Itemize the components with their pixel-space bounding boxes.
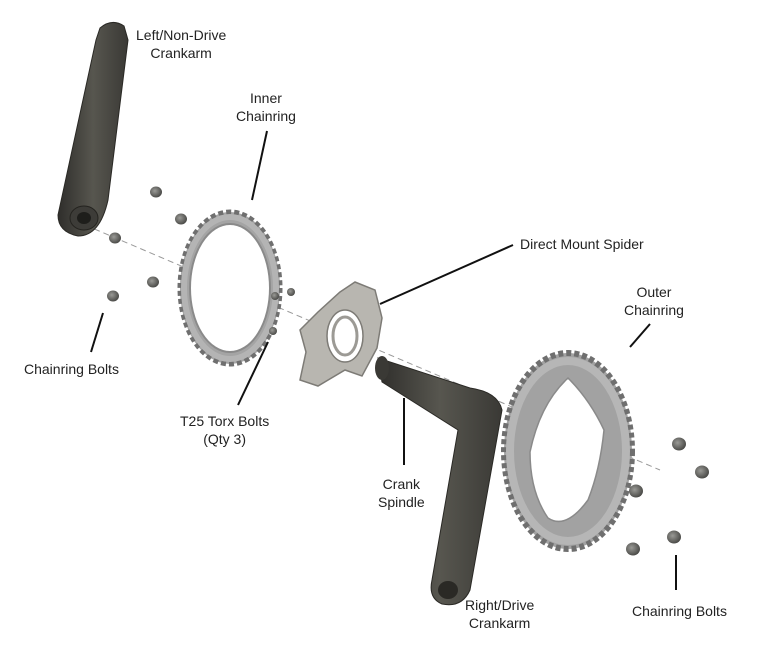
direct-mount-spider — [299, 281, 383, 387]
label-t25-torx-bolts-line1: T25 Torx Bolts — [180, 413, 270, 429]
label-right-crankarm: Right/Drive Crankarm — [465, 596, 534, 632]
label-left-crankarm-line1: Left/Non-Drive — [136, 27, 227, 43]
label-t25-torx-bolts: T25 Torx Bolts (Qty 3) — [180, 412, 269, 448]
label-chainring-bolts-right: Chainring Bolts — [632, 602, 727, 620]
label-chainring-bolts-right-line1: Chainring Bolts — [632, 603, 727, 619]
left-crankarm — [57, 22, 129, 237]
label-t25-torx-bolts-line2: (Qty 3) — [203, 431, 246, 447]
label-chainring-bolts-left: Chainring Bolts — [24, 360, 119, 378]
leader-t25-torx-bolts — [237, 341, 269, 406]
label-outer-chainring: Outer Chainring — [624, 283, 684, 319]
label-crank-spindle-line2: Spindle — [378, 494, 425, 510]
label-left-crankarm-line2: Crankarm — [150, 45, 212, 61]
label-inner-chainring-line1: Inner — [250, 90, 282, 106]
label-left-crankarm: Left/Non-Drive Crankarm — [136, 26, 226, 62]
label-inner-chainring-line2: Chainring — [236, 108, 296, 124]
label-outer-chainring-line2: Chainring — [624, 302, 684, 318]
leader-inner-chainring — [251, 130, 268, 201]
label-crank-spindle-line1: Crank — [382, 476, 421, 492]
label-right-crankarm-line2: Crankarm — [468, 615, 531, 631]
chainring-bolts-right — [626, 437, 709, 556]
label-outer-chainring-line1: Outer — [636, 284, 672, 300]
outer-chainring — [501, 350, 635, 552]
t25-torx-bolts — [269, 288, 295, 335]
chainring-bolts-left — [107, 186, 187, 302]
leader-outer-chainring — [629, 323, 651, 348]
label-direct-mount-spider: Direct Mount Spider — [520, 235, 644, 253]
inner-chainring — [177, 209, 283, 367]
label-direct-mount-spider-line1: Direct Mount Spider — [520, 236, 644, 252]
label-chainring-bolts-left-line1: Chainring Bolts — [24, 361, 119, 377]
label-right-crankarm-line1: Right/Drive — [465, 597, 535, 613]
right-crankarm — [375, 356, 503, 606]
label-inner-chainring: Inner Chainring — [236, 89, 296, 125]
leader-lines — [90, 130, 677, 590]
leader-direct-mount-spider — [379, 244, 514, 305]
leader-chainring-bolts-left — [90, 312, 104, 353]
label-crank-spindle: Crank Spindle — [378, 475, 425, 511]
